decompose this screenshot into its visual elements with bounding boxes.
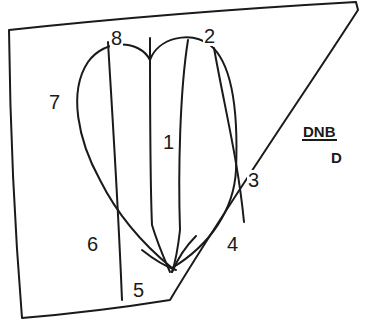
heart-right-lobe: [150, 37, 237, 268]
segment-line: [214, 48, 244, 222]
callout-number: 4: [226, 234, 239, 254]
callout-number: 5: [132, 280, 145, 300]
segment-line: [172, 40, 188, 272]
callout-number: 1: [162, 132, 175, 152]
callout-number: 3: [247, 170, 260, 190]
callout-number: DNB: [302, 124, 337, 141]
segment-line: [142, 250, 176, 270]
segment-line: [108, 42, 122, 300]
callout-number: 2: [203, 26, 216, 46]
liver-outline: [9, 2, 358, 318]
heart-left-lobe: [77, 45, 172, 269]
callout-number: 8: [110, 28, 123, 48]
segment-line: [150, 38, 170, 272]
callout-number: 6: [86, 234, 99, 254]
callout-number: 7: [48, 92, 61, 112]
callout-number: D: [330, 150, 343, 165]
segment-line: [172, 236, 196, 272]
